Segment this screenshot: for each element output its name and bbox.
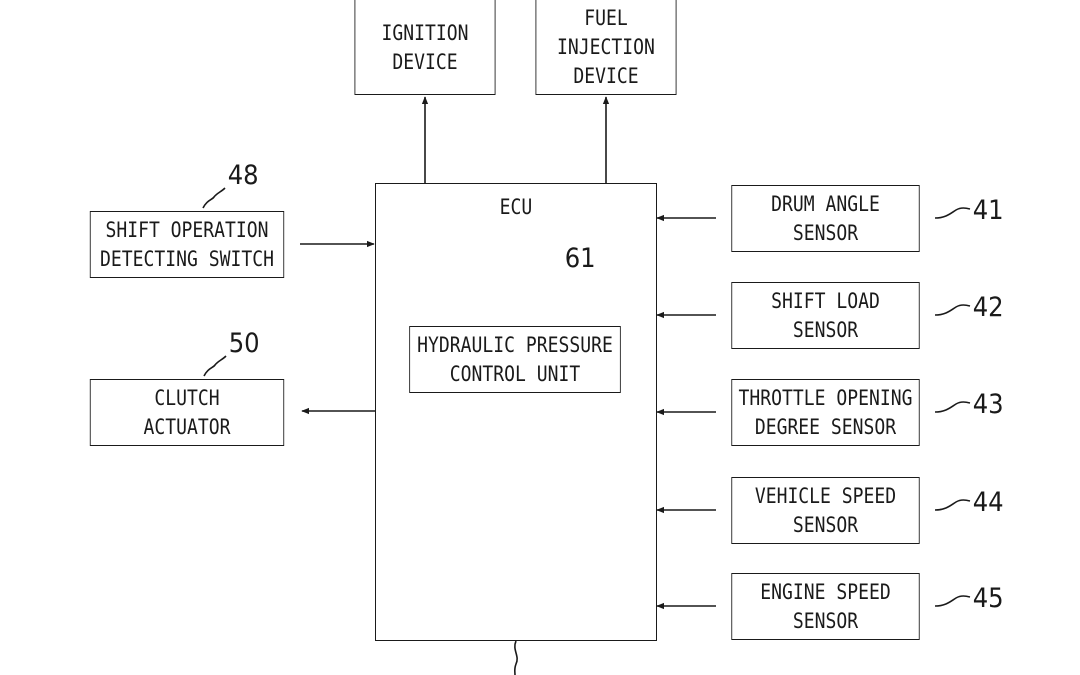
- ref-50: 50: [228, 328, 260, 359]
- shift-load-sensor: SHIFT LOAD SENSOR: [731, 282, 920, 349]
- ref-61: 61: [564, 243, 596, 274]
- leader-41: [934, 207, 971, 219]
- ignition-line1: IGNITION: [381, 20, 469, 45]
- ref-45: 45: [972, 583, 1004, 614]
- shift-operation-detecting-switch: SHIFT OPERATION DETECTING SWITCH: [89, 211, 285, 278]
- leader-43: [934, 401, 971, 413]
- leader-44: [934, 499, 971, 511]
- hydraulic-pressure-control-unit: HYDRAULIC PRESSURE CONTROL UNIT: [409, 326, 621, 393]
- leader-ecu-cropped: [513, 640, 518, 675]
- leader-50: [203, 355, 227, 377]
- leader-45: [934, 595, 971, 607]
- drum-angle-sensor: DRUM ANGLE SENSOR: [731, 185, 920, 252]
- throttle-line1: THROTTLE OPENING: [738, 385, 913, 410]
- ecu-box: [375, 183, 657, 641]
- hydraulic-line1: HYDRAULIC PRESSURE: [417, 332, 613, 357]
- ref-44: 44: [972, 487, 1004, 518]
- clutch-line2: ACTUATOR: [143, 414, 231, 439]
- ref-41: 41: [972, 195, 1004, 226]
- fuel-line1: FUEL: [584, 6, 628, 30]
- vehicle-speed-line2: SENSOR: [792, 512, 859, 537]
- shift-load-line2: SENSOR: [792, 317, 859, 342]
- shift-load-line1: SHIFT LOAD: [771, 288, 880, 313]
- shift-switch-line1: SHIFT OPERATION: [105, 217, 269, 242]
- ignition-device: IGNITION DEVICE: [354, 0, 496, 95]
- fuel-line3: DEVICE: [573, 64, 639, 88]
- hydraulic-line2: CONTROL UNIT: [449, 361, 581, 386]
- shift-switch-line2: DETECTING SWITCH: [100, 246, 274, 271]
- throttle-opening-degree-sensor: THROTTLE OPENING DEGREE SENSOR: [731, 379, 920, 446]
- engine-speed-sensor: ENGINE SPEED SENSOR: [731, 573, 920, 640]
- throttle-line2: DEGREE SENSOR: [754, 414, 897, 439]
- vehicle-speed-line1: VEHICLE SPEED: [754, 483, 897, 508]
- engine-speed-line2: SENSOR: [792, 608, 859, 633]
- leader-42: [934, 304, 971, 316]
- engine-speed-line1: ENGINE SPEED: [760, 579, 891, 604]
- fuel-line2: INJECTION: [557, 35, 655, 59]
- ref-42: 42: [972, 292, 1004, 323]
- fuel-injection-device: FUEL INJECTION DEVICE: [535, 0, 677, 95]
- leader-48: [202, 187, 226, 209]
- ref-48: 48: [227, 160, 259, 191]
- drum-angle-line2: SENSOR: [792, 220, 859, 245]
- ignition-line2: DEVICE: [392, 49, 458, 74]
- ecu-label: ECU: [499, 195, 533, 219]
- drum-angle-line1: DRUM ANGLE: [771, 191, 880, 216]
- vehicle-speed-sensor: VEHICLE SPEED SENSOR: [731, 477, 920, 544]
- clutch-actuator: CLUTCH ACTUATOR: [89, 379, 285, 446]
- ref-43: 43: [972, 389, 1004, 420]
- clutch-line1: CLUTCH: [154, 385, 220, 410]
